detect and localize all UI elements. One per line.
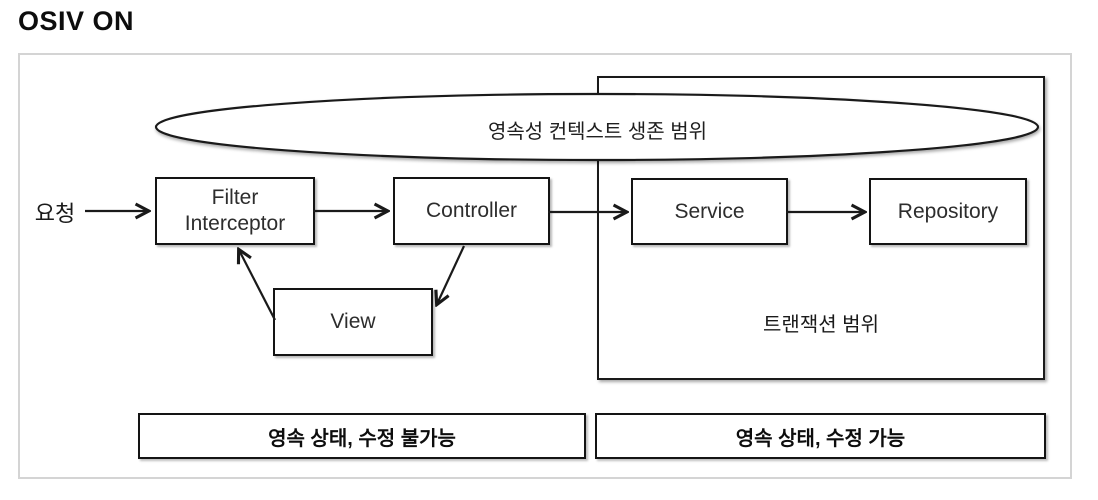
node-view: View xyxy=(273,288,433,356)
node-service: Service xyxy=(631,178,788,245)
repository-label: Repository xyxy=(897,199,999,223)
view-label: View xyxy=(330,310,376,334)
legend-immutable-label: 영속 상태, 수정 불가능 xyxy=(268,427,456,450)
request-label: 요청 xyxy=(34,201,76,226)
page-title: OSIV ON xyxy=(18,6,135,36)
node-controller: Controller xyxy=(393,177,550,245)
legend-immutable-box: 영속 상태, 수정 불가능 xyxy=(138,413,586,459)
legend-mutable-box: 영속 상태, 수정 가능 xyxy=(595,413,1046,459)
filter-label-line1: Filter xyxy=(211,186,259,210)
filter-label-line2: Interceptor xyxy=(184,212,286,235)
node-filter-interceptor: Filter Interceptor xyxy=(155,177,315,245)
legend-mutable-label: 영속 상태, 수정 가능 xyxy=(735,427,906,450)
service-label: Service xyxy=(674,199,745,223)
controller-label: Controller xyxy=(425,199,518,223)
node-repository: Repository xyxy=(869,178,1027,245)
